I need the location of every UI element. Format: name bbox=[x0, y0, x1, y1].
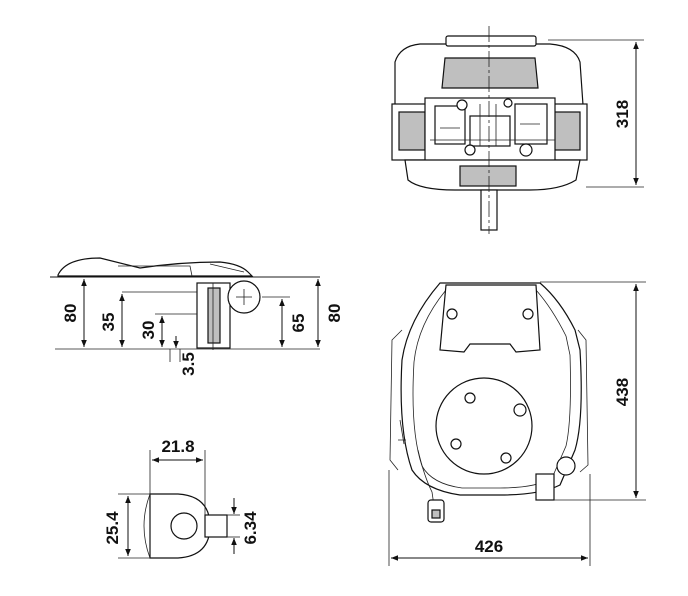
shaft-detail-key-label: 6.34 bbox=[241, 511, 260, 545]
side-view-pulley-label: 65 bbox=[289, 314, 308, 333]
top-view-height-dimension bbox=[548, 39, 644, 188]
shaft-detail-width-label: 21.8 bbox=[161, 437, 194, 456]
top-view-engine bbox=[391, 26, 588, 234]
shaft-detail-dimensions bbox=[118, 450, 240, 559]
side-view bbox=[50, 257, 320, 350]
top-view-height-label: 318 bbox=[613, 100, 632, 128]
shaft-detail bbox=[143, 493, 228, 559]
side-view-overall-right-label: 80 bbox=[325, 304, 344, 323]
front-view-dimensions bbox=[388, 281, 646, 566]
side-view-step-label: 35 bbox=[99, 313, 118, 332]
side-view-key-label: 3.5 bbox=[179, 352, 198, 376]
side-view-overall-left-label: 80 bbox=[61, 304, 80, 323]
side-view-shaft-label: 30 bbox=[139, 321, 158, 340]
front-view-height-label: 438 bbox=[613, 378, 632, 406]
side-view-dimensions bbox=[81, 279, 321, 362]
front-view-width-label: 426 bbox=[475, 537, 503, 556]
shaft-detail-diameter-label: 25.4 bbox=[103, 511, 122, 545]
front-view-engine bbox=[389, 282, 589, 523]
